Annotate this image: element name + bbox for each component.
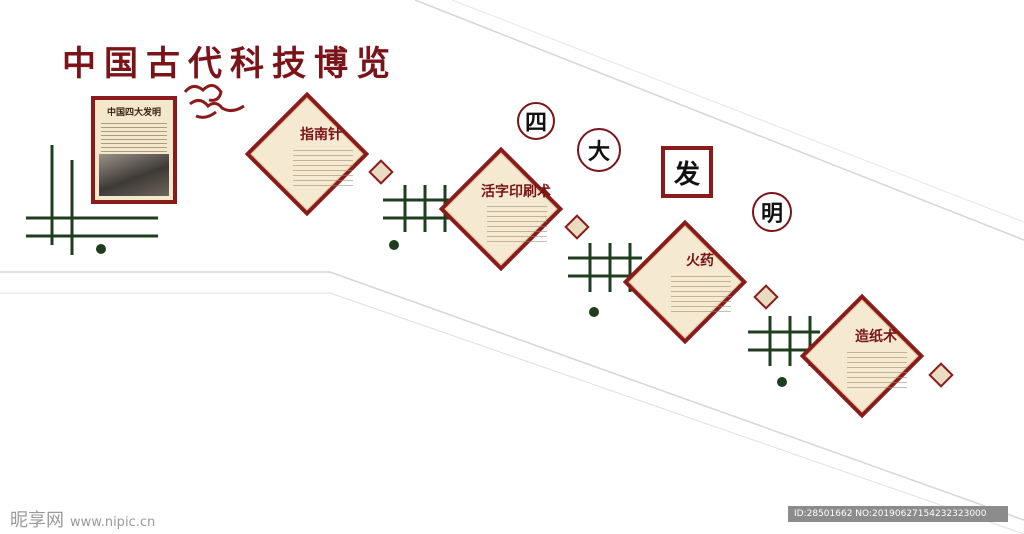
panel-papermaking-text bbox=[847, 348, 907, 388]
panel-printing-title: 活字印刷术 bbox=[481, 184, 551, 200]
char-badge-4: 明 bbox=[752, 192, 792, 232]
image-id-bar: ID:28501662 NO:20190627154232323000 bbox=[788, 506, 1008, 522]
grid-dot-3 bbox=[589, 307, 599, 317]
watermark: 昵享网 www.nipic.cn bbox=[10, 506, 155, 532]
char-badge-3: 发 bbox=[661, 146, 713, 198]
grid-dot-2 bbox=[389, 240, 399, 250]
char-badge-3-text: 发 bbox=[665, 150, 709, 194]
panel-papermaking-title: 造纸术 bbox=[855, 329, 897, 345]
panel-compass-text bbox=[293, 146, 353, 186]
grid-motif-2 bbox=[383, 185, 456, 232]
panel-compass-title: 指南针 bbox=[300, 127, 342, 143]
char-badge-1: 四 bbox=[517, 102, 555, 140]
intro-poster: 中国四大发明 bbox=[91, 96, 177, 204]
poster-title: 中国四大发明 bbox=[106, 108, 161, 118]
panel-gunpowder-text bbox=[671, 272, 731, 312]
panel-printing-text bbox=[487, 202, 547, 242]
watermark-url: www.nipic.cn bbox=[70, 515, 156, 530]
cloud-ornament bbox=[183, 84, 245, 119]
grid-motif-1 bbox=[26, 145, 158, 255]
char-badge-2: 大 bbox=[577, 128, 621, 172]
panel-gunpowder-title: 火药 bbox=[686, 253, 714, 269]
poster-photo bbox=[99, 154, 169, 196]
poster-text-block bbox=[101, 120, 167, 152]
page-title: 中国古代科技博览 bbox=[62, 44, 398, 84]
grid-dot-4 bbox=[777, 377, 787, 387]
grid-dot-1 bbox=[96, 244, 106, 254]
watermark-brand: 昵享网 bbox=[10, 510, 64, 531]
grid-motif-4 bbox=[748, 316, 820, 366]
